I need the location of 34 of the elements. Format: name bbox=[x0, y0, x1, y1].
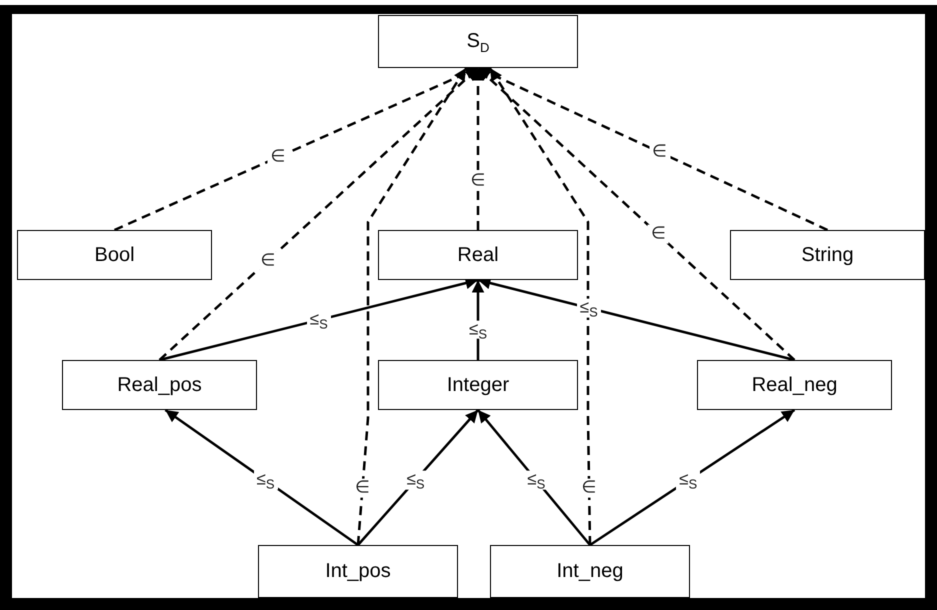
dashed-arrow bbox=[472, 68, 484, 230]
dashed-arrow bbox=[488, 67, 592, 546]
edge-label: ∈ bbox=[257, 251, 278, 270]
type-name: Real_neg bbox=[752, 374, 838, 396]
dashed-arrow bbox=[477, 67, 796, 361]
type-box bbox=[17, 230, 212, 280]
arrow bbox=[589, 408, 796, 546]
type-name: Integer bbox=[446, 374, 510, 396]
type-box bbox=[490, 545, 690, 598]
edge-label: ≤$_{S}$ bbox=[676, 470, 700, 490]
type-name: String bbox=[801, 244, 854, 266]
type-name: S$_{D}$ bbox=[466, 30, 490, 53]
edge-label: ≤$_{S}$ bbox=[576, 298, 601, 318]
type-name: Int_neg bbox=[556, 560, 624, 583]
dashed-arrow bbox=[158, 67, 479, 361]
type-box bbox=[697, 360, 892, 410]
type-box bbox=[378, 360, 578, 410]
type-box bbox=[730, 230, 925, 280]
edge-label: ∈ bbox=[648, 225, 669, 244]
type-box bbox=[378, 15, 578, 68]
type-name: Real bbox=[457, 244, 499, 266]
type-box bbox=[62, 360, 257, 410]
edge-label: ≤$_{S}$ bbox=[404, 470, 428, 490]
edge-label: ≤$_{S}$ bbox=[254, 470, 278, 490]
type-box bbox=[258, 545, 458, 598]
dashed-arrow bbox=[114, 66, 478, 232]
edge-label: ∈ bbox=[268, 148, 289, 166]
edge-label: ≤$_{S}$ bbox=[524, 470, 548, 490]
type-name: Bool bbox=[94, 244, 135, 266]
arrow bbox=[164, 408, 359, 546]
type-box bbox=[378, 230, 578, 280]
dashed-arrow bbox=[356, 67, 468, 546]
type-name: Int_pos bbox=[325, 560, 391, 583]
type-name: Real_pos bbox=[117, 374, 202, 396]
